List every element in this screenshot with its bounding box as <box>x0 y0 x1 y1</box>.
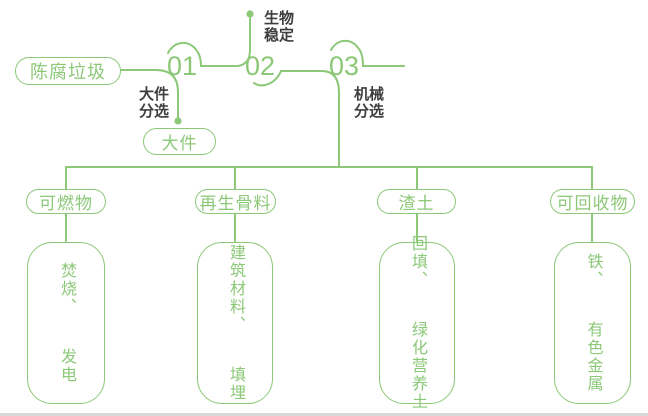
dajian-output-pill: 大件 <box>143 128 216 155</box>
node-dot-shengwu <box>246 10 254 18</box>
result-box-tie-jinshu: 铁、 有色金属 <box>554 242 631 404</box>
result-line: 建筑材料、 <box>227 244 244 334</box>
node-dot-dajian <box>174 117 182 125</box>
step-number-02: 02 <box>244 51 276 81</box>
step-label-line: 分选 <box>354 103 385 120</box>
result-line: 铁、 <box>584 253 602 289</box>
step-label-line: 分选 <box>139 103 170 120</box>
category-pill-zhatu: 渣土 <box>377 189 456 214</box>
result-text: 建筑材料、 填埋 <box>227 244 244 402</box>
bottom-divider-bar <box>0 413 648 416</box>
source-pill: 陈腐垃圾 <box>15 57 121 85</box>
result-line: 有色金属 <box>584 321 602 393</box>
result-line: 回填、 <box>409 235 426 289</box>
result-box-fenshao-fadian: 焚烧、 发电 <box>27 242 105 404</box>
category-pill-zaishenggu-liao: 再生骨料 <box>195 189 276 214</box>
result-box-jianzhu-tianmai: 建筑材料、 填埋 <box>197 242 273 404</box>
category-pill-keranwu: 可燃物 <box>26 189 106 214</box>
result-box-huitian-lvhua: 回填、 绿化营养土 <box>379 235 455 411</box>
line-01-down-to-dajian <box>155 69 179 118</box>
result-text: 焚烧、 发电 <box>58 262 75 384</box>
step-label-line: 稳定 <box>264 27 295 44</box>
step-label-dajian-fenxuan: 大件 分选 <box>139 86 169 120</box>
result-line: 发电 <box>58 348 75 384</box>
result-text: 铁、 有色金属 <box>584 253 602 393</box>
result-line: 填埋 <box>227 366 244 402</box>
result-text: 回填、 绿化营养土 <box>409 235 426 411</box>
line-03-arc-exit <box>330 39 405 67</box>
step-label-line: 大件 <box>139 86 170 103</box>
distribution-bar <box>65 166 593 190</box>
result-line: 焚烧、 <box>58 262 75 316</box>
line-01-arc-to-02 <box>167 17 251 67</box>
step-number-03: 03 <box>328 51 360 81</box>
step-label-line: 生物 <box>264 10 295 27</box>
line-02-arc-to-03 <box>253 70 340 168</box>
category-pill-kehuishouwu: 可回收物 <box>550 189 635 214</box>
step-label-shengwu-wending: 生物 稳定 <box>264 10 294 44</box>
step-label-jixie-fenxuan: 机械 分选 <box>354 86 384 120</box>
step-label-line: 机械 <box>354 86 385 103</box>
step-number-01: 01 <box>166 51 198 81</box>
result-line: 绿化营养土 <box>409 321 426 411</box>
